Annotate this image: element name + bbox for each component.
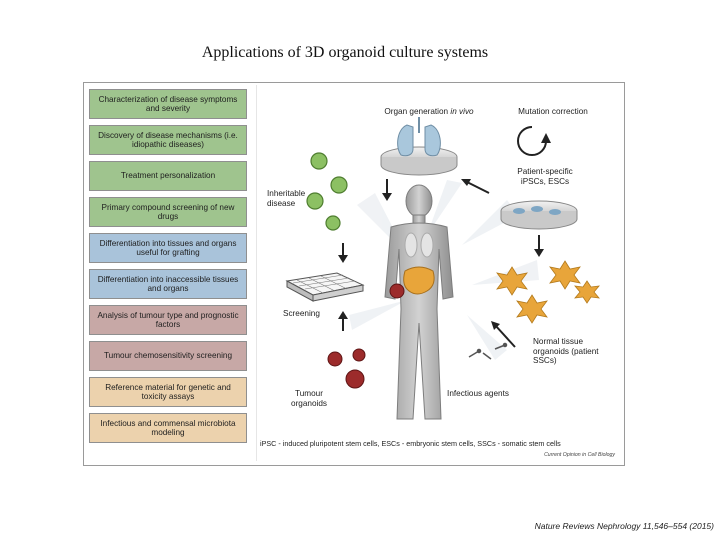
label-inheritable-disease: Inheritable disease	[267, 189, 306, 208]
label-mutation-correction: Mutation correction	[518, 107, 588, 116]
category-box: Treatment personalization	[89, 161, 247, 191]
label-normal-tissue: Normal tissue organoids (patient SSCs)	[533, 337, 599, 366]
abbreviation-footnote: iPSC - induced pluripotent stem cells, E…	[260, 439, 561, 448]
screening-plate-icon	[285, 272, 365, 302]
infectious-agent-icons	[468, 342, 508, 360]
citation: Nature Reviews Nephrology 11,546–554 (20…	[534, 521, 714, 531]
arrowhead	[382, 193, 392, 201]
category-box: Tumour chemosensitivity screening	[89, 341, 247, 371]
category-box: Differentiation into inaccessible tissue…	[89, 269, 247, 299]
label-organ-generation: Organ generation in vivo	[369, 107, 489, 117]
arrow-to-organoids	[494, 324, 516, 348]
ipsc-dish-icon	[500, 200, 578, 230]
figure-frame: Characterization of disease symptoms and…	[83, 82, 625, 466]
human-body-figure	[384, 184, 454, 420]
category-box: Analysis of tumour type and prognostic f…	[89, 305, 247, 335]
arrow-to-organ	[464, 180, 490, 194]
arrowhead	[491, 321, 500, 330]
illustration-art	[285, 117, 600, 420]
application-category-list: Characterization of disease symptoms and…	[89, 89, 252, 449]
internal-organs	[389, 232, 435, 299]
slide-title: Applications of 3D organoid culture syst…	[201, 44, 489, 61]
arrowhead	[534, 249, 544, 257]
normal-organoid-icons	[496, 260, 600, 324]
disease-cell-icons	[306, 152, 348, 231]
figure-credit: Current Opinion in Cell Biology	[544, 452, 615, 458]
category-box: Reference material for genetic and toxic…	[89, 377, 247, 407]
label-infectious-agents: Infectious agents	[447, 389, 509, 398]
category-box: Primary compound screening of new drugs	[89, 197, 247, 227]
category-box: Infectious and commensal microbiota mode…	[89, 413, 247, 443]
label-in-vivo: in vivo	[450, 107, 474, 116]
label-patient-specific: Patient-specific iPSCs, ESCs	[517, 167, 573, 186]
category-box: Characterization of disease symptoms and…	[89, 89, 247, 119]
tumour-organoid-icons	[327, 348, 366, 389]
label-tumour-organoids: Tumour organoids	[291, 389, 327, 408]
arrowhead	[461, 179, 471, 186]
illustration-panel: Organ generation in vivo Mutation correc…	[256, 85, 621, 461]
organ-dish-icon	[380, 117, 458, 176]
arrowhead	[338, 255, 348, 263]
mutation-correction-icon	[517, 126, 551, 156]
label-organ-generation-text: Organ generation	[384, 107, 449, 116]
category-box: Discovery of disease mechanisms (i.e. id…	[89, 125, 247, 155]
label-screening: Screening	[283, 309, 320, 318]
category-box: Differentiation into tissues and organs …	[89, 233, 247, 263]
arrowhead	[338, 311, 348, 319]
